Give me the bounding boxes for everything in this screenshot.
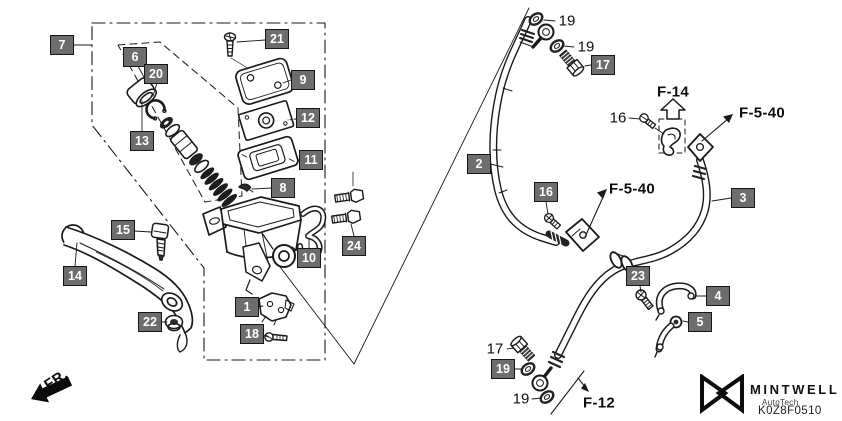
cap-screw [223,32,252,71]
fr-direction-arrow [31,376,73,403]
piston-spring [200,167,238,208]
sealing-washers-top [528,12,565,53]
clamp-bolt [635,289,654,311]
brake-light-switch [258,292,295,326]
hose-lower-eyelet [531,374,549,392]
master-cylinder-body [202,196,302,295]
f14-up-arrow [660,98,686,120]
lever-pivot-bolt [150,222,170,261]
f12-arrow-line [550,370,585,415]
front-brake-hose-lower [531,133,714,392]
f540-top-arrowhead [723,114,733,123]
hose-joint-block [565,218,600,252]
oil-bolt-top [559,49,585,77]
hose-upper-eyelet [537,23,555,41]
brand-name: MINTWELL [750,382,840,397]
master-cylinder-piston-kit [126,77,238,208]
switch-screw [264,332,288,342]
circlip [145,99,167,121]
hose-joint-block-upper [687,133,714,162]
diaphragm-plate [237,99,295,142]
hose3-upper-crimp [691,164,708,181]
piston [170,129,198,160]
f12-arrowhead [581,383,589,392]
brake-lever [61,224,194,353]
diagram-part-code: K0Z8F0510 [758,405,822,417]
clamp-flange-bolts [331,171,365,224]
reservoir-cap [235,57,295,105]
sealing-washers-bottom [520,362,555,404]
hose-clamp-f14 [660,127,681,156]
hose-bracket-lower [654,315,683,358]
f540-mid-arrowhead [597,189,607,199]
retainer-clip [238,183,254,193]
clamp-screw-top [639,113,665,135]
brand-division: AutoTech [762,398,799,407]
front-brake-hose-upper [489,16,600,252]
brand-logo-icon [700,374,744,414]
diaphragm [237,135,299,181]
ref-arrows [550,98,733,415]
f540-top-arrow-line [701,117,730,142]
handlebar-clamp [297,205,327,260]
oil-bolt-bottom [510,335,536,362]
hose-lower-nipple [545,230,570,247]
callout-pointer-lines [276,7,530,365]
f540-mid-arrow-line [584,194,605,238]
hose-bracket-upper [655,282,697,321]
hose-upper-crimp [519,29,535,43]
leader-lines [72,19,732,400]
hose3-lower-crimp [547,350,566,369]
lever-pivot-nut [164,314,184,332]
joint-screw-mid [543,212,562,230]
brand-watermark: MINTWELL AutoTech K0Z8F0510 [698,374,838,420]
hose-clamp-rings [609,251,634,273]
